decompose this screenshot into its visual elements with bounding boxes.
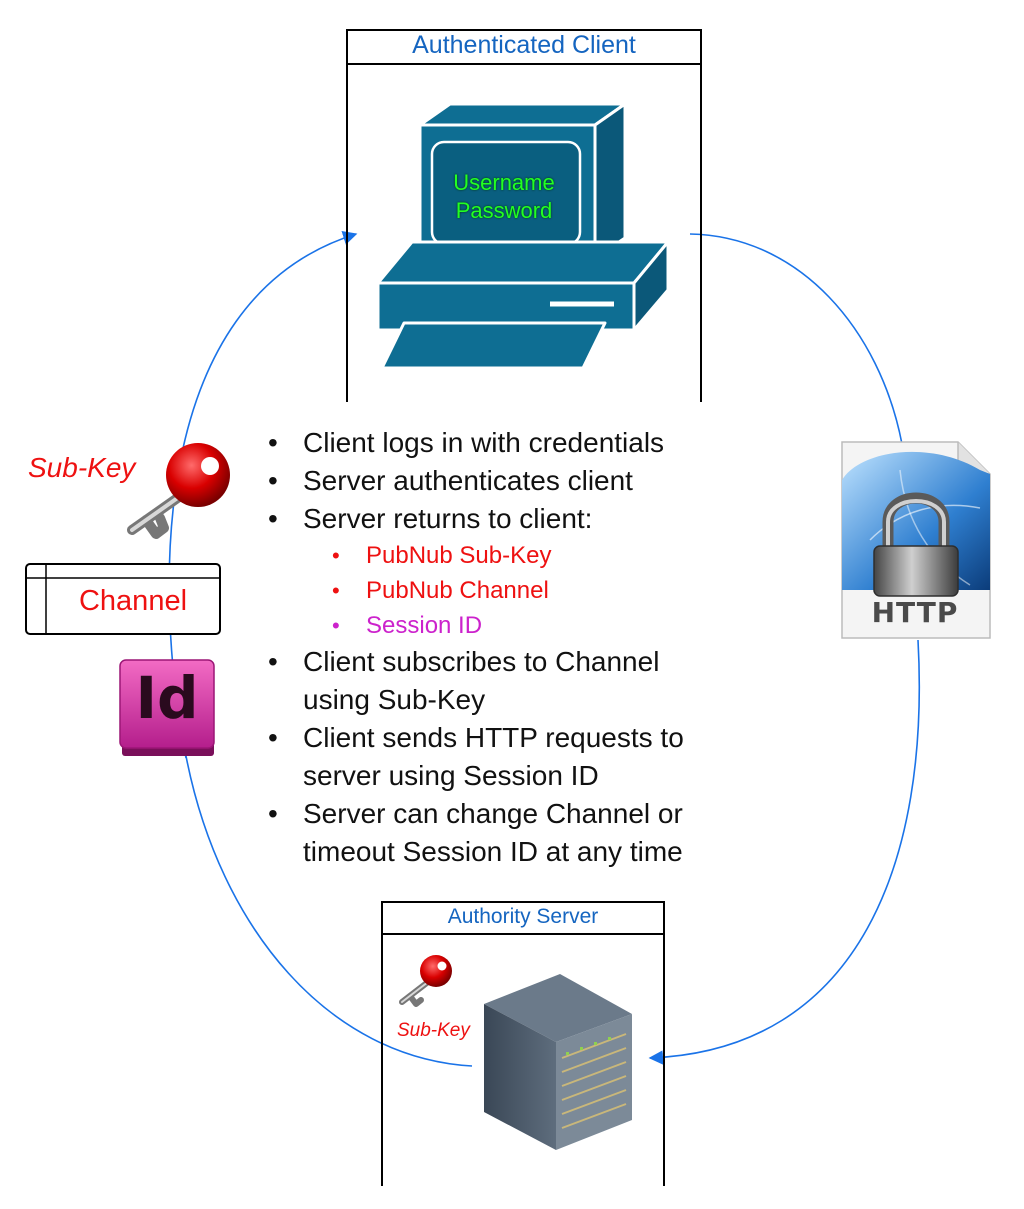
step-text: Server authenticates client <box>303 465 633 496</box>
sub-step-item: • Session ID <box>268 608 768 643</box>
server-subkey-label: Sub-Key <box>397 1020 470 1041</box>
server-panel-title: Authority Server <box>447 905 599 928</box>
bullet: • <box>268 646 278 677</box>
channel-label: Channel <box>78 585 188 617</box>
bullet: • <box>268 798 278 829</box>
step-item: • Server returns to client: <box>268 500 768 538</box>
step-item: • Server can change Channel or <box>268 795 768 833</box>
sub-step-text: PubNub Sub-Key <box>366 542 552 569</box>
step-text: Client logs in with credentials <box>303 427 665 458</box>
sub-step-item: • PubNub Channel <box>268 573 768 608</box>
channel-box <box>25 563 221 635</box>
bullet: • <box>268 722 278 753</box>
step-text: Client subscribes to Channel <box>303 646 660 677</box>
indesign-icon <box>119 659 215 756</box>
bullet: • <box>332 613 340 638</box>
server-rack-icon <box>484 974 632 1150</box>
flow-curve-client-to-http <box>689 233 903 445</box>
sub-step-text: Session ID <box>366 612 483 639</box>
step-item: • Server authenticates client <box>268 462 768 500</box>
step-item: • Client subscribes to Channel <box>268 643 768 681</box>
step-continuation: timeout Session ID at any time <box>268 833 768 871</box>
bullet: • <box>268 503 278 534</box>
server-panel <box>381 901 665 1186</box>
step-list: • Client logs in with credentials • Server… <box>268 424 768 871</box>
red-key-icon <box>127 443 230 539</box>
session-id-icon-label: Id <box>135 664 199 732</box>
padlock-icon <box>841 441 991 639</box>
left-subkey-label: Sub-Key <box>28 452 136 483</box>
server-red-key-icon <box>399 955 452 1007</box>
step-item: • Client sends HTTP requests to <box>268 719 768 757</box>
flow-arrow-http-to-server <box>648 639 921 1065</box>
http-label: HTTP <box>871 596 959 629</box>
client-panel <box>346 29 702 402</box>
bullet: • <box>332 543 340 568</box>
step-text: Client sends HTTP requests to <box>303 722 684 753</box>
step-text: Server returns to client: <box>303 503 593 534</box>
client-panel-title: Authenticated Client <box>412 31 636 59</box>
step-item: • Client logs in with credentials <box>268 424 768 462</box>
sub-step-item: • PubNub Sub-Key <box>268 538 768 573</box>
flow-curve-server-to-id <box>185 755 473 1067</box>
screen-username-text: Username <box>453 170 555 195</box>
sub-step-text: PubNub Channel <box>366 577 549 604</box>
step-text: Server can change Channel or <box>303 798 683 829</box>
bullet: • <box>332 578 340 603</box>
step-text: timeout Session ID at any time <box>303 836 683 867</box>
bullet: • <box>268 465 278 496</box>
step-continuation: using Sub-Key <box>268 681 768 719</box>
step-text: using Sub-Key <box>303 684 486 715</box>
bullet: • <box>268 427 278 458</box>
computer-icon <box>376 102 670 370</box>
screen-password-text: Password <box>455 198 553 223</box>
step-continuation: server using Session ID <box>268 757 768 795</box>
step-text: server using Session ID <box>303 760 599 791</box>
